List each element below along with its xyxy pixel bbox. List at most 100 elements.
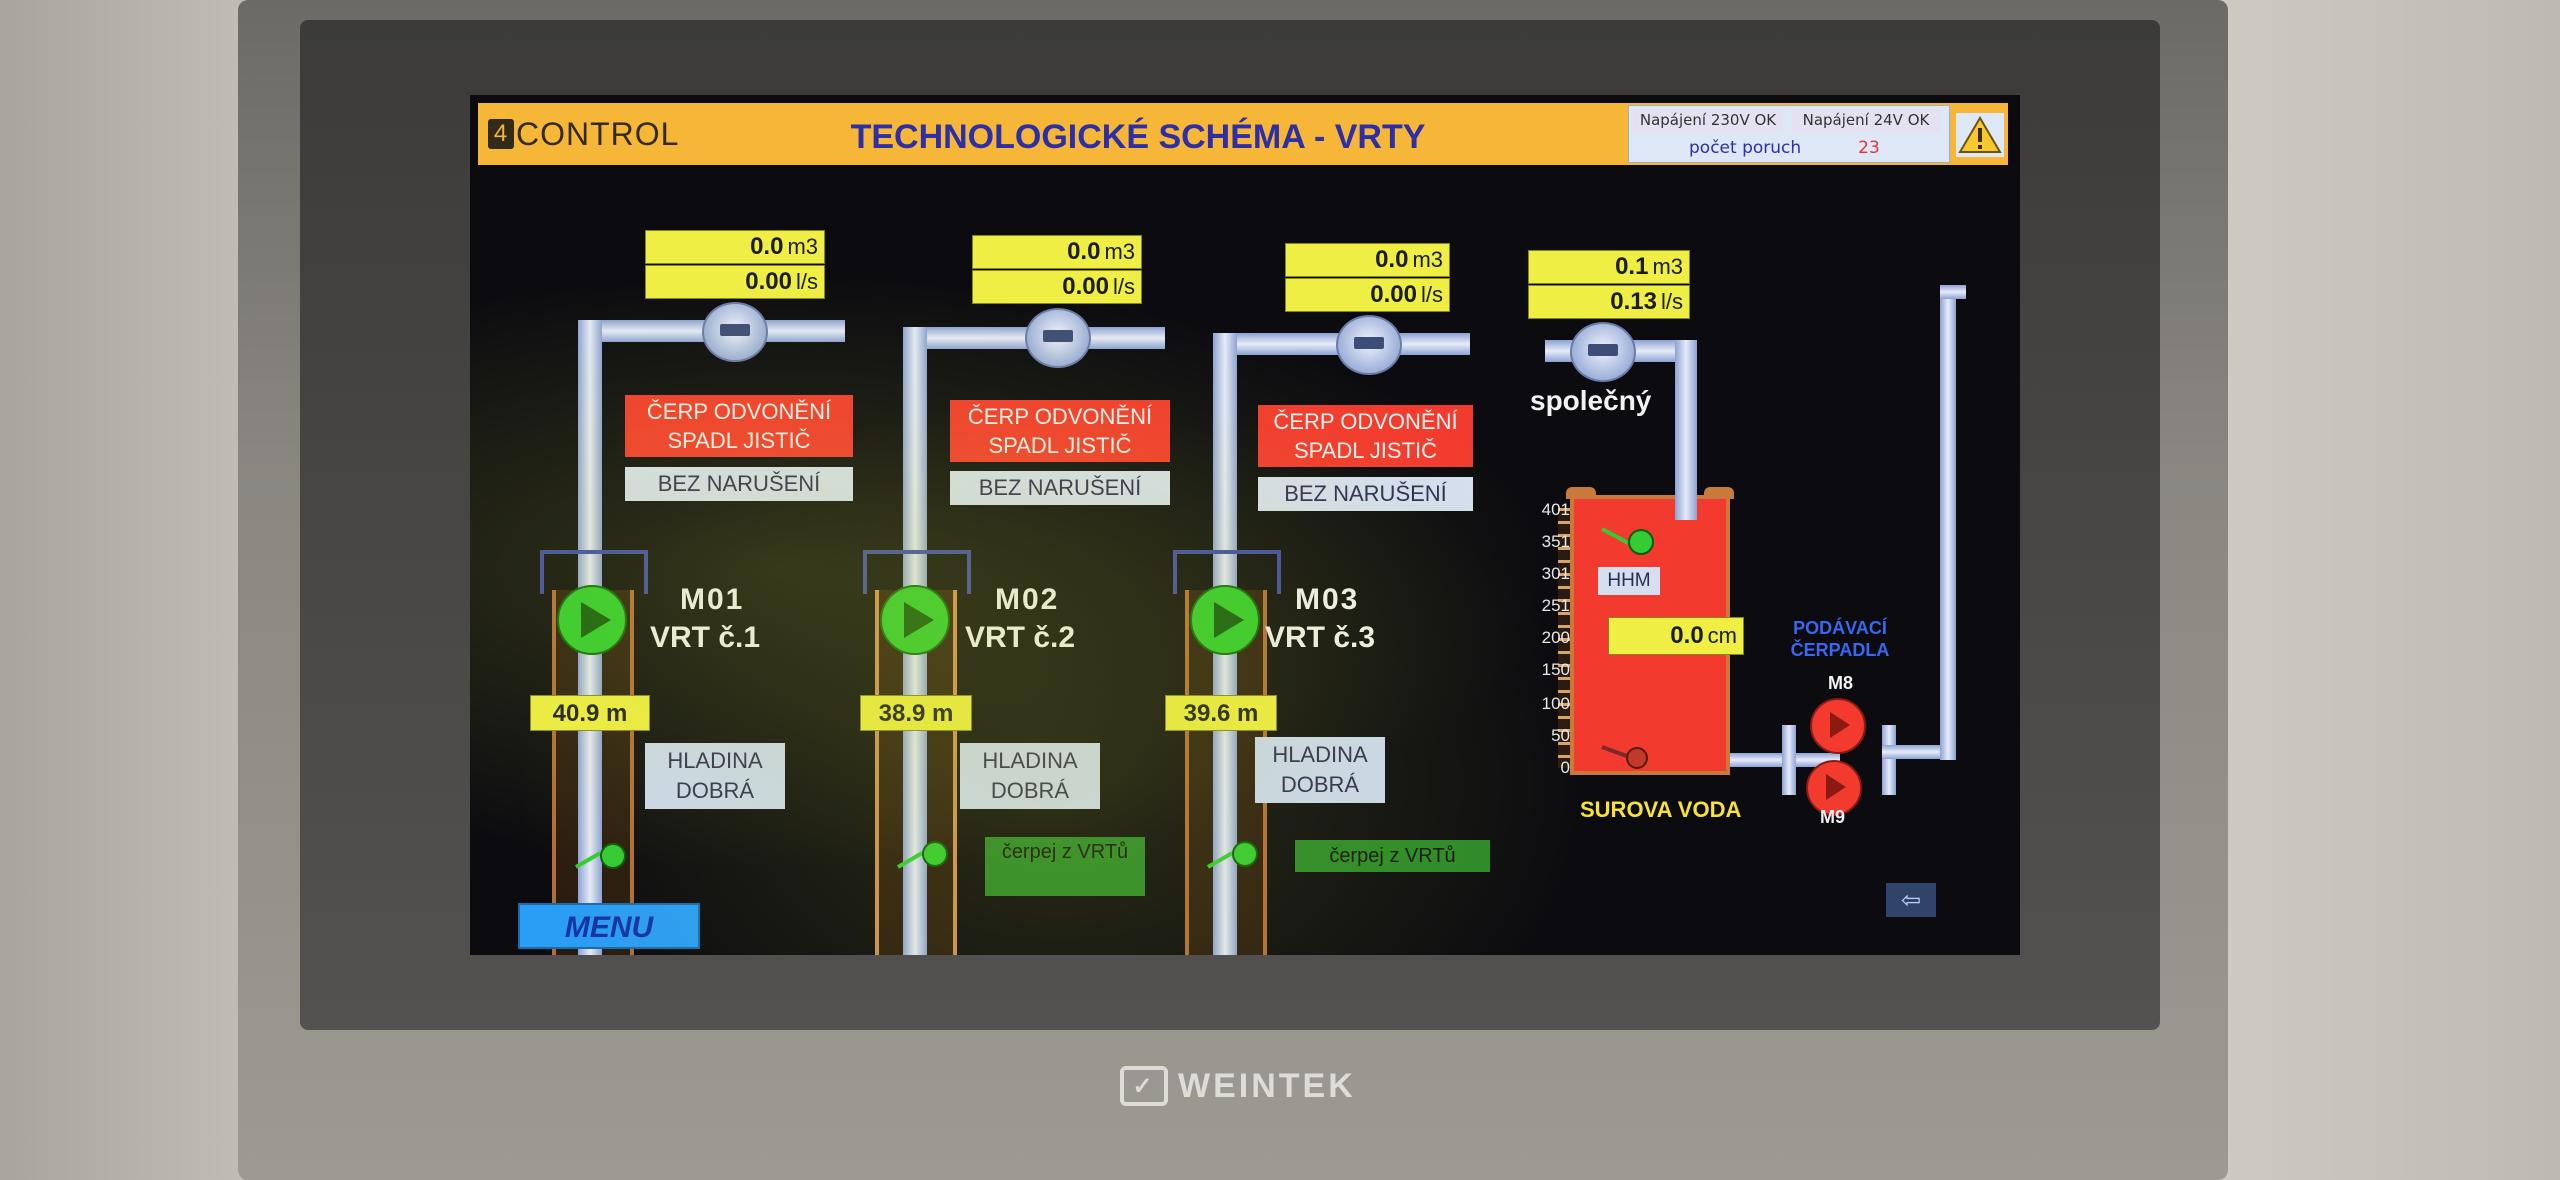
fault-count-label: počet poruch	[1689, 138, 1802, 158]
well1-pump-icon[interactable]	[557, 585, 627, 655]
well2-wellhead	[863, 550, 971, 594]
well1-alarm-breaker: ČERP ODVONĚNÍ SPADL JISTIČ	[625, 395, 853, 457]
well3-motor-label: M03	[1295, 583, 1360, 616]
well1-volume-value: 0.0	[750, 233, 784, 260]
title-bar: 4 CONTROL TECHNOLOGICKÉ SCHÉMA - VRTY Na…	[478, 103, 2008, 165]
tank-top-float-icon	[1628, 529, 1654, 555]
well1-name: VRT č.1	[650, 621, 761, 654]
well2-volume-value: 0.0	[1067, 238, 1101, 265]
company-logo: 4 CONTROL	[488, 115, 703, 153]
scale-tick: 50	[1551, 726, 1570, 745]
fault-count-value: 23	[1858, 138, 1880, 158]
well2-volume-unit: m3	[1104, 239, 1135, 264]
feed-riser-pipe	[1940, 290, 1956, 760]
feed-pumps-label: PODÁVACÍ ČERPADLA	[1790, 618, 1890, 660]
scale-tick: 150	[1541, 660, 1570, 679]
back-arrow-icon[interactable]: ⇦	[1886, 883, 1936, 917]
tank-level-scale: 401 351 301 251 200 150 100 50 0	[1514, 500, 1570, 777]
tank-hhm-label: HHM	[1598, 567, 1660, 595]
well2-depth-display: 38.9 m	[860, 695, 972, 731]
well2-pump-icon[interactable]	[880, 585, 950, 655]
tank-bottom-float-icon	[1626, 747, 1648, 769]
well1-depth-display: 40.9 m	[530, 695, 650, 731]
common-label: společný	[1530, 385, 1652, 416]
well1-volume-unit: m3	[787, 234, 818, 259]
well3-alarm-breaker: ČERP ODVONĚNÍ SPADL JISTIČ	[1258, 405, 1473, 467]
feed-manifold-left	[1782, 725, 1796, 795]
feed-discharge-pipe	[1882, 745, 1942, 759]
power-24v-status: Napájení 24V OK	[1791, 108, 1941, 132]
well2-flow-meter-icon	[1025, 308, 1091, 368]
well2-pump-command[interactable]: čerpej z VRTů	[985, 837, 1145, 896]
logo-text: CONTROL	[516, 115, 680, 152]
feed-manifold-right	[1882, 725, 1896, 795]
scale-tick: 301	[1541, 564, 1570, 583]
warning-triangle-icon[interactable]	[1956, 113, 2004, 157]
well3-wellhead	[1173, 550, 1281, 594]
well2-level-float-icon	[922, 841, 948, 867]
common-volume-value: 0.1	[1615, 253, 1649, 280]
well3-intrusion-status: BEZ NARUŠENÍ	[1258, 477, 1473, 511]
logo-mark: 4	[488, 119, 514, 149]
well3-flow-unit: l/s	[1421, 282, 1443, 307]
well3-depth-display: 39.6 m	[1165, 695, 1277, 731]
well3-flow-meter-icon	[1336, 315, 1402, 375]
tank-level-unit: cm	[1707, 623, 1737, 648]
brand-name: WEINTEK	[1178, 1066, 1356, 1105]
feed-pump-m8-icon[interactable]	[1810, 698, 1866, 754]
hmi-screen: 4 CONTROL TECHNOLOGICKÉ SCHÉMA - VRTY Na…	[470, 95, 2020, 955]
common-flow-meter-icon	[1570, 322, 1636, 382]
well2-flow-unit: l/s	[1113, 274, 1135, 299]
common-flow-unit: l/s	[1661, 289, 1683, 314]
well1-motor-label: M01	[680, 583, 745, 616]
scale-tick: 401	[1541, 500, 1570, 519]
well2-flow-value: 0.00	[1062, 273, 1109, 300]
well1-level-status: HLADINA DOBRÁ	[645, 743, 785, 809]
well3-flow-value: 0.00	[1370, 281, 1417, 308]
well3-level-status: HLADINA DOBRÁ	[1255, 737, 1385, 803]
common-flow-value: 0.13	[1610, 288, 1657, 315]
well3-pump-icon[interactable]	[1190, 585, 1260, 655]
well3-level-float-icon	[1232, 841, 1258, 867]
tank-level-scale-bar	[1558, 508, 1570, 768]
feed-pump-m9-label: M9	[1820, 807, 1846, 827]
well3-volume-value: 0.0	[1375, 246, 1409, 273]
well3-volume-unit: m3	[1412, 247, 1443, 272]
scale-tick: 100	[1541, 694, 1570, 713]
raw-water-label: SUROVA VODA	[1580, 797, 1742, 822]
device-brand: ✓ WEINTEK	[1120, 1058, 1420, 1114]
power-230v-status: Napájení 230V OK	[1633, 108, 1783, 132]
scale-tick: 200	[1541, 628, 1570, 647]
common-volume-unit: m3	[1652, 254, 1683, 279]
well3-name: VRT č.3	[1265, 621, 1376, 654]
well3-pump-command[interactable]: čerpej z VRTů	[1295, 840, 1490, 872]
well2-alarm-breaker: ČERP ODVONĚNÍ SPADL JISTIČ	[950, 400, 1170, 462]
well2-name: VRT č.2	[965, 621, 1076, 654]
feed-pump-m8-label: M8	[1828, 673, 1854, 693]
scale-tick: 0	[1560, 758, 1570, 777]
well2-motor-label: M02	[995, 583, 1060, 616]
well1-level-float-icon	[600, 843, 626, 869]
well1-flow-value: 0.00	[745, 268, 792, 295]
power-status-panel: Napájení 230V OK Napájení 24V OK počet p…	[1628, 105, 1950, 163]
well1-intrusion-status: BEZ NARUŠENÍ	[625, 467, 853, 501]
scale-tick: 351	[1541, 532, 1570, 551]
page-title: TECHNOLOGICKÉ SCHÉMA - VRTY	[850, 118, 1426, 156]
well2-level-status: HLADINA DOBRÁ	[960, 743, 1100, 809]
well1-wellhead	[540, 550, 648, 594]
brand-logo-icon: ✓	[1120, 1066, 1168, 1106]
menu-button[interactable]: MENU	[518, 903, 700, 949]
well1-flow-unit: l/s	[796, 269, 818, 294]
feed-outlet-pipe	[1940, 285, 1966, 299]
feed-pump-m9-icon[interactable]	[1806, 760, 1862, 816]
well1-flow-meter-icon	[702, 302, 768, 362]
